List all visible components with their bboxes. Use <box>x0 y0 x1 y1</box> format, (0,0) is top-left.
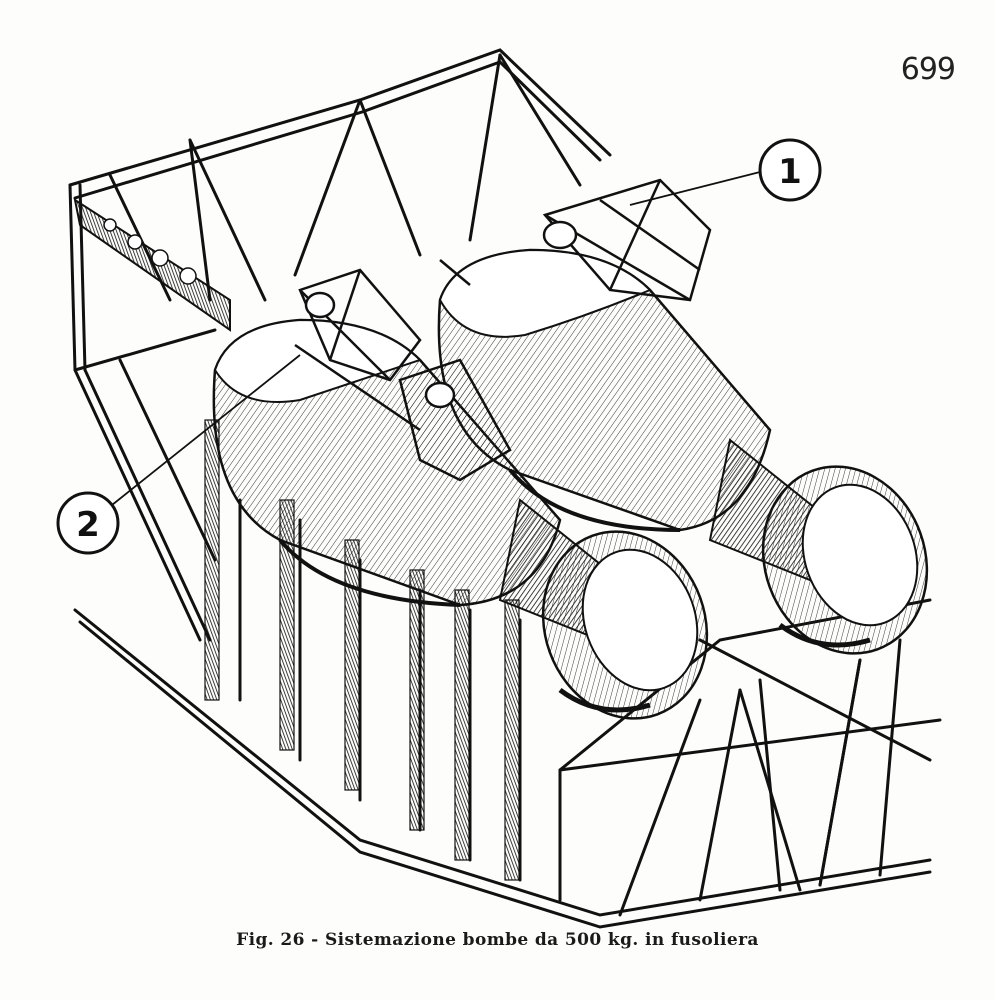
bomb-left <box>212 318 709 720</box>
callout-2: 2 <box>56 354 301 555</box>
callout-1: 1 <box>629 138 822 206</box>
figure-caption: Fig. 26 - Sistemazione bombe da 500 kg. … <box>236 930 759 950</box>
bomb-rack-mounts <box>294 178 712 482</box>
bulkhead-strips <box>204 419 520 881</box>
perforated-spar-beam <box>73 197 231 332</box>
callout-1-label: 1 <box>778 152 802 192</box>
page-number: 699 <box>900 52 956 87</box>
callout-2-label: 2 <box>76 505 100 545</box>
bomb-right <box>437 248 929 655</box>
